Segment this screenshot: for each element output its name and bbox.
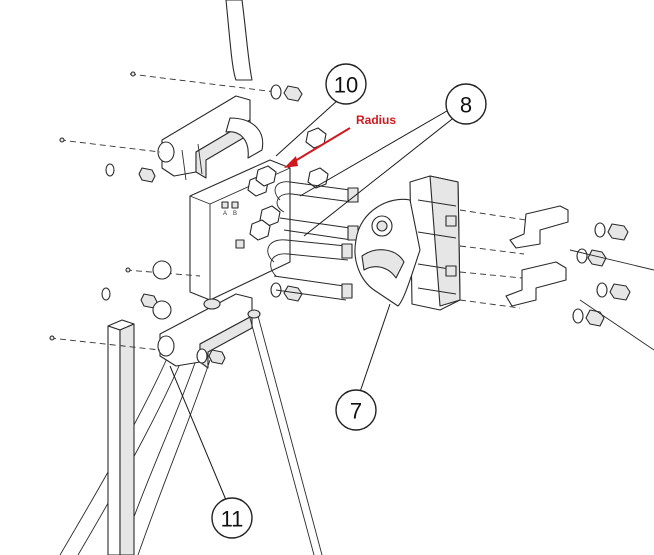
upper-u-bolt	[274, 181, 359, 241]
callout-11-label: 11	[221, 507, 244, 532]
callout-7-label: 7	[350, 399, 362, 424]
upper-frame-tube	[225, 0, 253, 81]
callout-7: 7	[335, 389, 377, 431]
plate-hole-b	[231, 201, 239, 209]
right-hardware	[569, 222, 654, 351]
plate-hole-c	[235, 239, 245, 249]
plate-nuts	[247, 127, 329, 241]
left-hardware	[101, 84, 303, 365]
radius-annotation: Radius	[284, 113, 396, 168]
callout-8: 8	[445, 83, 487, 125]
round-spacer-2	[152, 300, 172, 320]
leader-7	[359, 303, 391, 393]
lower-u-bolt	[267, 239, 353, 301]
mounting-plate: A B	[189, 159, 291, 301]
lower-hinge-bracket	[157, 293, 253, 369]
radius-label: Radius	[356, 113, 396, 127]
leader-8b	[303, 115, 457, 237]
upper-hinge-bracket	[157, 95, 264, 181]
vertical-square-tube	[107, 319, 135, 555]
lower-frame-rails	[59, 339, 211, 555]
long-vertical-bolt	[247, 309, 323, 555]
callout-10-label: 10	[334, 73, 358, 98]
hole-mark-b: B	[233, 211, 237, 217]
round-spacer-1	[152, 260, 172, 280]
leader-10	[275, 99, 339, 157]
clamp-assembly	[354, 175, 461, 311]
callout-10: 10	[325, 63, 367, 105]
callout-11: 11	[211, 497, 253, 539]
callout-8-label: 8	[460, 93, 472, 118]
hole-mark-a: A	[223, 211, 227, 217]
left-bolts	[49, 71, 277, 351]
leader-8a	[299, 107, 453, 197]
plate-hole-a	[221, 201, 229, 209]
right-clamp-brackets	[459, 205, 569, 309]
leader-11	[169, 365, 227, 501]
